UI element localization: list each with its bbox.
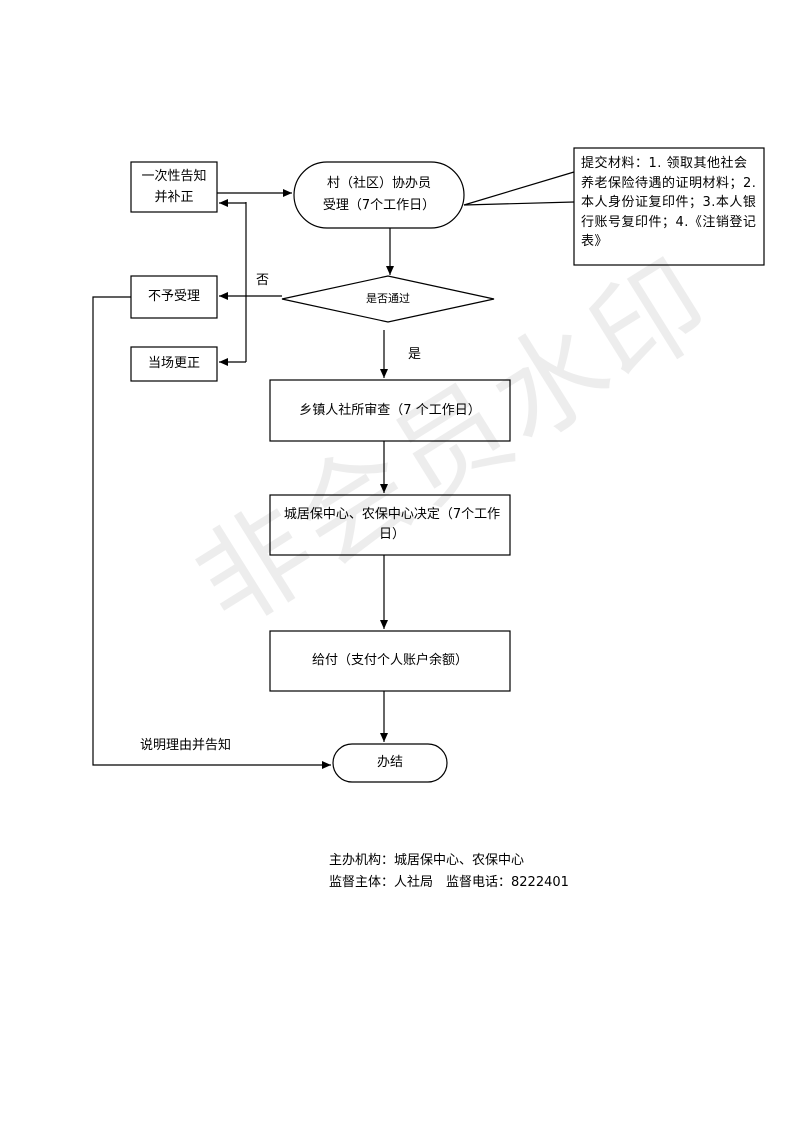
payment-box [269,630,511,692]
materials-note-box [573,147,765,266]
note-callout-line-2 [463,201,575,206]
yes-branch-label: 是 [408,347,422,362]
reject-to-done-path [92,296,331,769]
decision-diamond [281,275,495,323]
done-terminal [332,743,448,783]
village-accept-line-1: 村（社区）协办员 [326,176,431,191]
done-label: 办结 [376,755,403,770]
explain-label: 说明理由并告知 [140,738,232,753]
correct-box [130,346,218,382]
footer-supervisor: 监督主体：人社局 监督电话：8222401 [329,875,569,890]
village-accept-terminal [293,161,465,229]
township-review-box [269,379,511,442]
materials-note: 提交材料：1. 领取其他社会养老保险待遇的证明材料；2.本人身份证复印件；3.本… [581,156,757,249]
decision-label: 是否通过 [366,292,410,305]
note-callout-line [463,171,575,206]
center-decision-box [269,494,511,556]
center-decision-label: 城居保中心、农保中心决定（7个工作日） [283,507,501,542]
notify-line-1: 一次性告知 [141,169,207,184]
notify-line-2: 并补正 [154,190,194,205]
correct-label: 当场更正 [147,356,200,371]
footer-organizer: 主办机构：城居保中心、农保中心 [329,853,525,868]
village-accept-line-2: 受理（7个工作日） [322,198,436,213]
township-review-label: 乡镇人社所审查（7 个工作日） [299,402,481,418]
notify-box [130,161,218,213]
village-accept-label: 村（社区）协办员 受理（7个工作日） [294,162,464,228]
reject-label: 不予受理 [147,289,200,304]
payment-label: 给付（支付个人账户余额） [311,653,468,668]
no-branch-label: 否 [256,273,270,288]
notify-label: 一次性告知 并补正 [131,162,217,212]
